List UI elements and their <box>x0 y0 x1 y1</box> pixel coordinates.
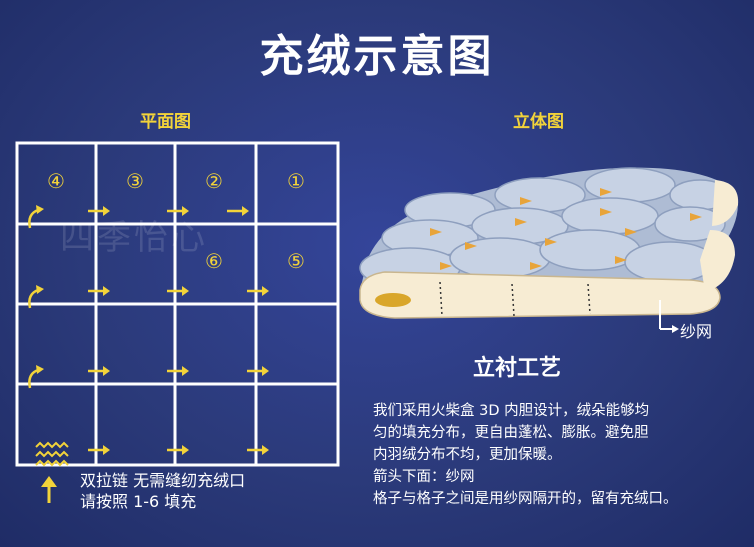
net-label: 纱网 <box>680 322 713 341</box>
craft-line-1: 我们采用火柴盒 3D 内胆设计，绒朵能够均 <box>373 403 650 419</box>
cell-number-5: ⑤ <box>287 249 305 273</box>
curved-arrows <box>28 205 44 389</box>
stereo-view-label: 立体图 <box>513 112 564 132</box>
craft-line-5: 格子与格子之间是用纱网隔开的，留有充绒口。 <box>373 491 678 507</box>
craft-title: 立衬工艺 <box>473 356 562 381</box>
zipper-note-line-2: 请按照 1-6 填充 <box>80 492 197 511</box>
cell-number-4: ④ <box>47 169 65 193</box>
craft-description: 我们采用火柴盒 3D 内胆设计，绒朵能够均 匀的填充分布，更自由蓬松、膨胀。避免… <box>373 400 753 510</box>
page-title: 充绒示意图 <box>259 31 495 82</box>
cell-numbers: ④ ③ ② ① ⑥ ⑤ <box>47 169 305 273</box>
net-pointer <box>659 300 679 333</box>
craft-line-4: 箭头下面：纱网 <box>373 469 475 485</box>
craft-line-2: 匀的填充分布，更自由蓬松、膨胀。避免胆 <box>373 425 649 441</box>
zipper-note-line-1: 双拉链 无需缝纫充绒口 <box>80 471 246 490</box>
zipper-note: 双拉链 无需缝纫充绒口 请按照 1-6 填充 <box>80 470 245 512</box>
arrow-row-3 <box>88 366 269 376</box>
craft-line-3: 内羽绒分布不均，更加保暖。 <box>373 447 562 463</box>
arrow-row-1 <box>88 206 249 216</box>
cell-number-6: ⑥ <box>205 249 223 273</box>
plan-view-label: 平面图 <box>140 112 191 132</box>
arrow-row-4 <box>88 445 269 455</box>
arrow-row-2 <box>88 286 269 296</box>
cell-number-1: ① <box>287 169 305 193</box>
cell-number-2: ② <box>205 169 223 193</box>
quilt-3d-illustration <box>359 167 739 319</box>
zipper-icon <box>35 441 69 467</box>
fill-arrows <box>88 206 269 455</box>
plan-grid <box>15 141 340 467</box>
up-arrow-icon <box>41 476 57 503</box>
cell-number-3: ③ <box>126 169 144 193</box>
